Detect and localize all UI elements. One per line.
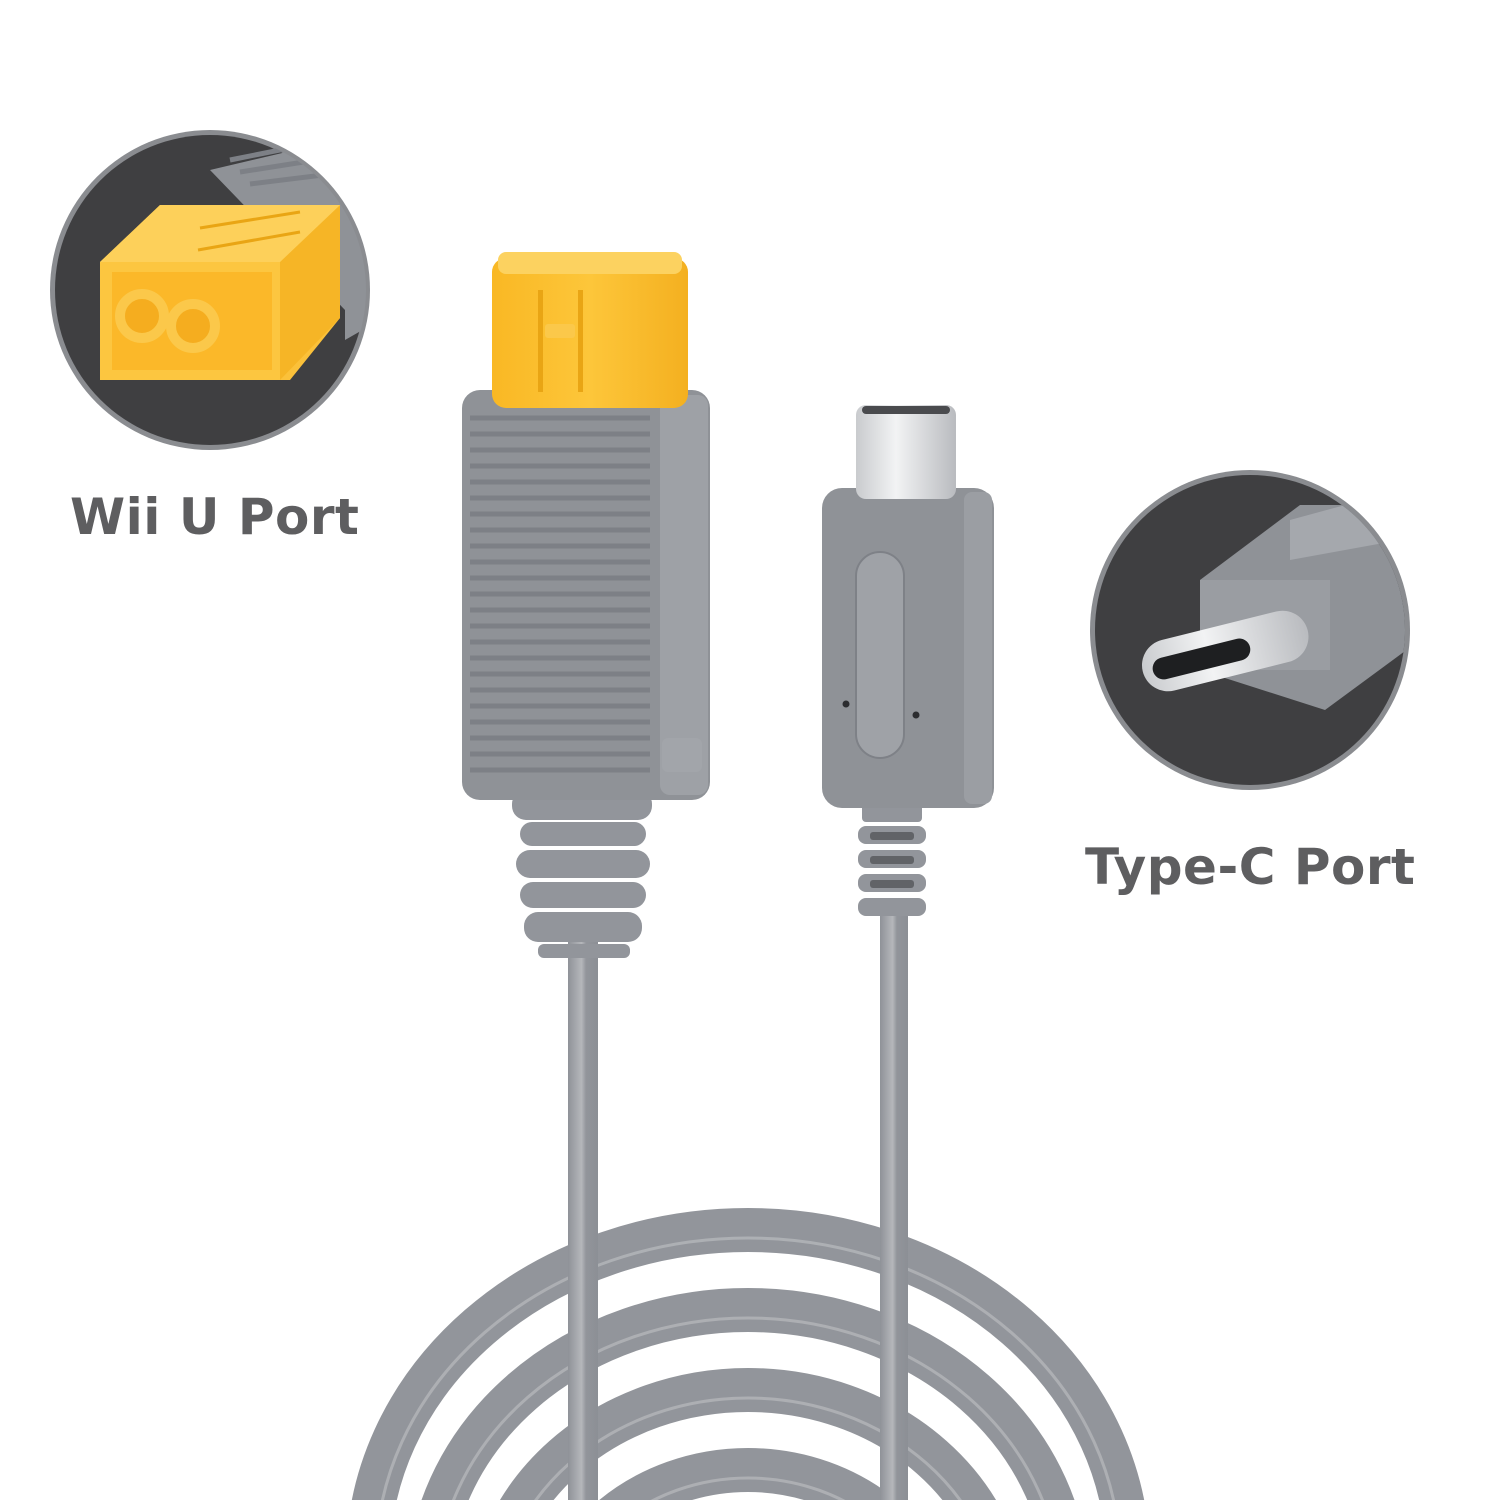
wiiu-strain-relief: [512, 790, 652, 958]
wiiu-cable: [568, 940, 598, 1500]
typec-cable: [880, 900, 908, 1500]
wiiu-grip-ridges: [470, 415, 650, 773]
typec-metal-plug: [856, 405, 956, 499]
wiiu-yellow-plug: [492, 258, 688, 408]
wiiu-port-callout: [50, 130, 370, 450]
cable-coils: [351, 1208, 1145, 1500]
typec-port-callout: [1090, 470, 1410, 790]
wiiu-port-label: Wii U Port: [70, 488, 360, 546]
typec-port-label: Type-C Port: [1085, 838, 1416, 896]
typec-grip-oval: [855, 551, 905, 759]
